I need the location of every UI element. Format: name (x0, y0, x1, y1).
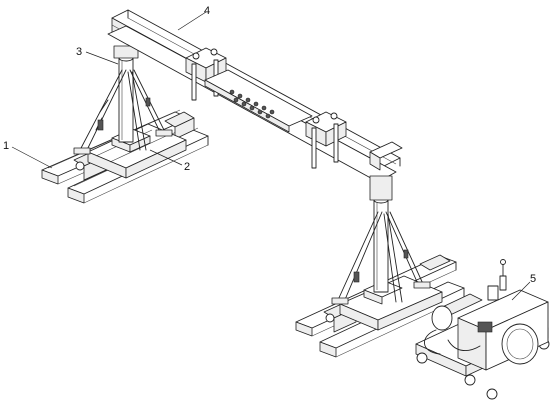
callout-1: 1 (3, 140, 9, 152)
callout-2: 2 (184, 161, 190, 173)
callout-leaders (11, 11, 531, 301)
callout-4: 4 (204, 5, 210, 17)
right-column-support (331, 175, 431, 305)
callout-3: 3 (76, 46, 82, 58)
leader-1 (11, 146, 53, 169)
leader-5 (511, 281, 531, 301)
leader-2 (149, 149, 183, 166)
hydraulic-power-unit (415, 259, 550, 400)
callout-labels: 1 2 3 4 5 (3, 5, 536, 285)
leader-4 (177, 11, 207, 31)
left-column-support (73, 45, 173, 155)
leader-3 (85, 51, 119, 65)
callout-5: 5 (530, 273, 536, 285)
trolley-assembly (185, 47, 347, 169)
